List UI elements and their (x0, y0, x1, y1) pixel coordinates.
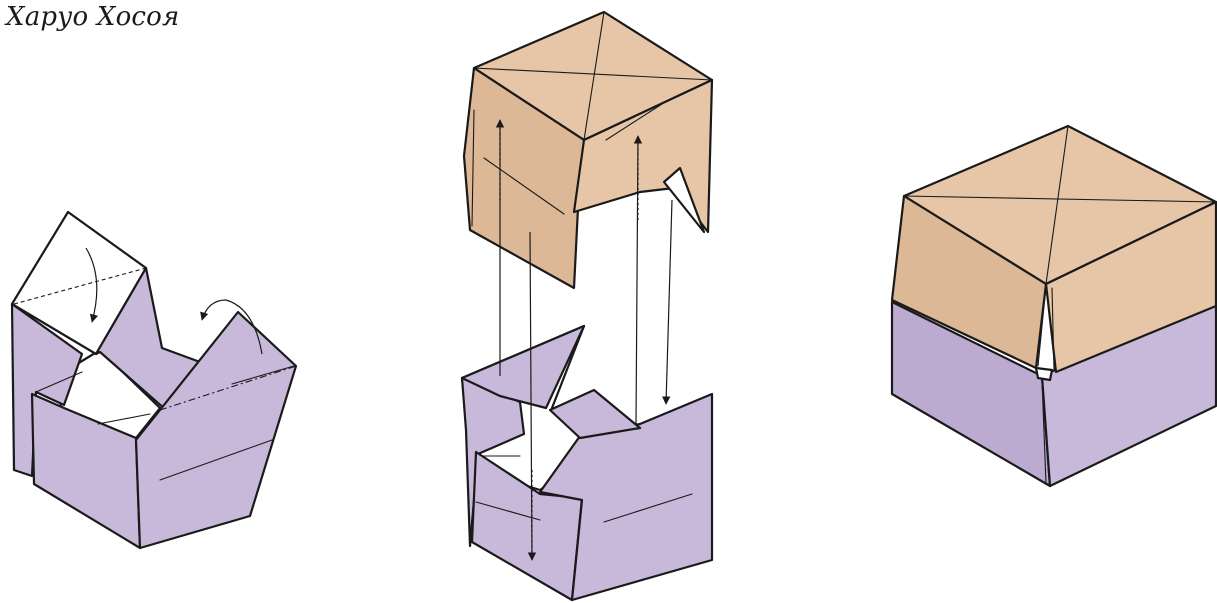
lid3-corner-notch (1036, 368, 1052, 380)
step-3-finished-box (892, 126, 1216, 486)
step-1-open-box (12, 212, 296, 548)
guide-arrow-right-down (666, 200, 672, 404)
step-2-lid-assembly (462, 12, 712, 600)
